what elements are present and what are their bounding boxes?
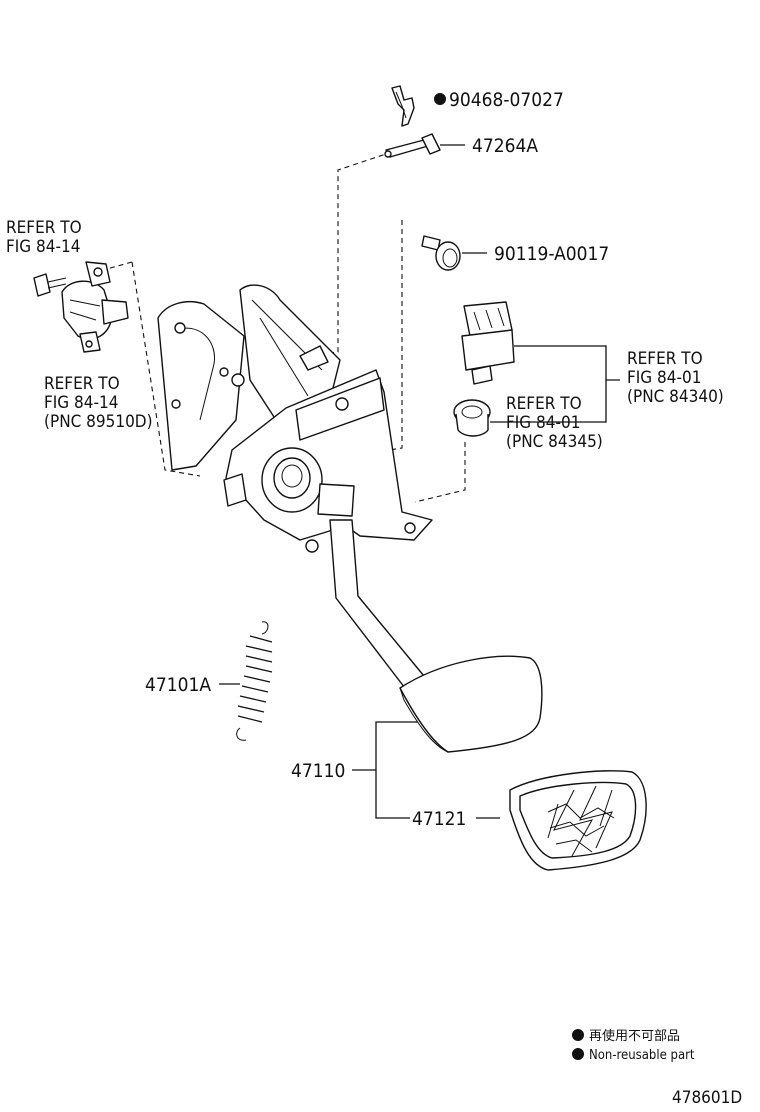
pedal-bracket-drawing — [157, 284, 433, 553]
clip-part-drawing — [391, 85, 415, 127]
pedal-cushion-drawing — [453, 399, 491, 437]
figure-id: 478601D — [672, 1088, 742, 1108]
ref-cushion-line3: (PNC 84345) — [506, 432, 603, 452]
pedal-arm-drawing — [329, 519, 425, 693]
ref-sensor-line1: REFER TO — [44, 374, 120, 394]
pedal-stroke-sensor-drawing — [61, 261, 129, 353]
ref-sensor-bolt-line2: FIG 84-14 — [6, 237, 80, 257]
bolt-part-drawing — [421, 235, 461, 271]
return-spring-drawing — [236, 621, 273, 741]
leader-line-cushion — [490, 380, 607, 423]
ref-switch-line2: FIG 84-01 — [627, 368, 701, 388]
legend-non-reusable-icon-2 — [572, 1048, 584, 1060]
ref-sensor-line3: (PNC 89510D) — [44, 412, 153, 432]
part-number-pedal-pad: 47121 — [412, 808, 466, 830]
legend: 再使用不可部品 Non-reusable part — [572, 1028, 695, 1063]
pedal-rubber-pad-drawing — [509, 770, 647, 871]
leader-line-switch — [514, 345, 620, 381]
sensor-bolt-drawing — [33, 273, 67, 297]
ref-sensor-line2: FIG 84-14 — [44, 393, 118, 413]
ref-cushion-line1: REFER TO — [506, 394, 582, 414]
legend-non-reusable-icon — [572, 1029, 584, 1041]
legend-japanese: 再使用不可部品 — [589, 1028, 680, 1044]
ref-switch-line3: (PNC 84340) — [627, 387, 724, 407]
pin-part-drawing — [384, 133, 441, 158]
ref-switch-line1: REFER TO — [627, 349, 703, 369]
stop-lamp-switch-drawing — [461, 301, 515, 385]
pedal-pad-assembly-drawing — [399, 655, 543, 753]
part-number-pedal-assembly: 47110 — [291, 760, 345, 782]
assembly-dashed-lines — [95, 151, 466, 503]
part-number-pin: 47264A — [472, 135, 538, 157]
part-number-spring: 47101A — [145, 674, 211, 696]
part-number-bolt: 90119-A0017 — [494, 243, 609, 265]
non-reusable-marker-icon — [434, 93, 446, 105]
ref-cushion-line2: FIG 84-01 — [506, 413, 580, 433]
part-number-clip: 90468-07027 — [449, 89, 564, 111]
legend-english: Non-reusable part — [589, 1048, 695, 1063]
leader-line-pedal-assembly — [375, 721, 418, 819]
ref-sensor-bolt-line1: REFER TO — [6, 218, 82, 238]
